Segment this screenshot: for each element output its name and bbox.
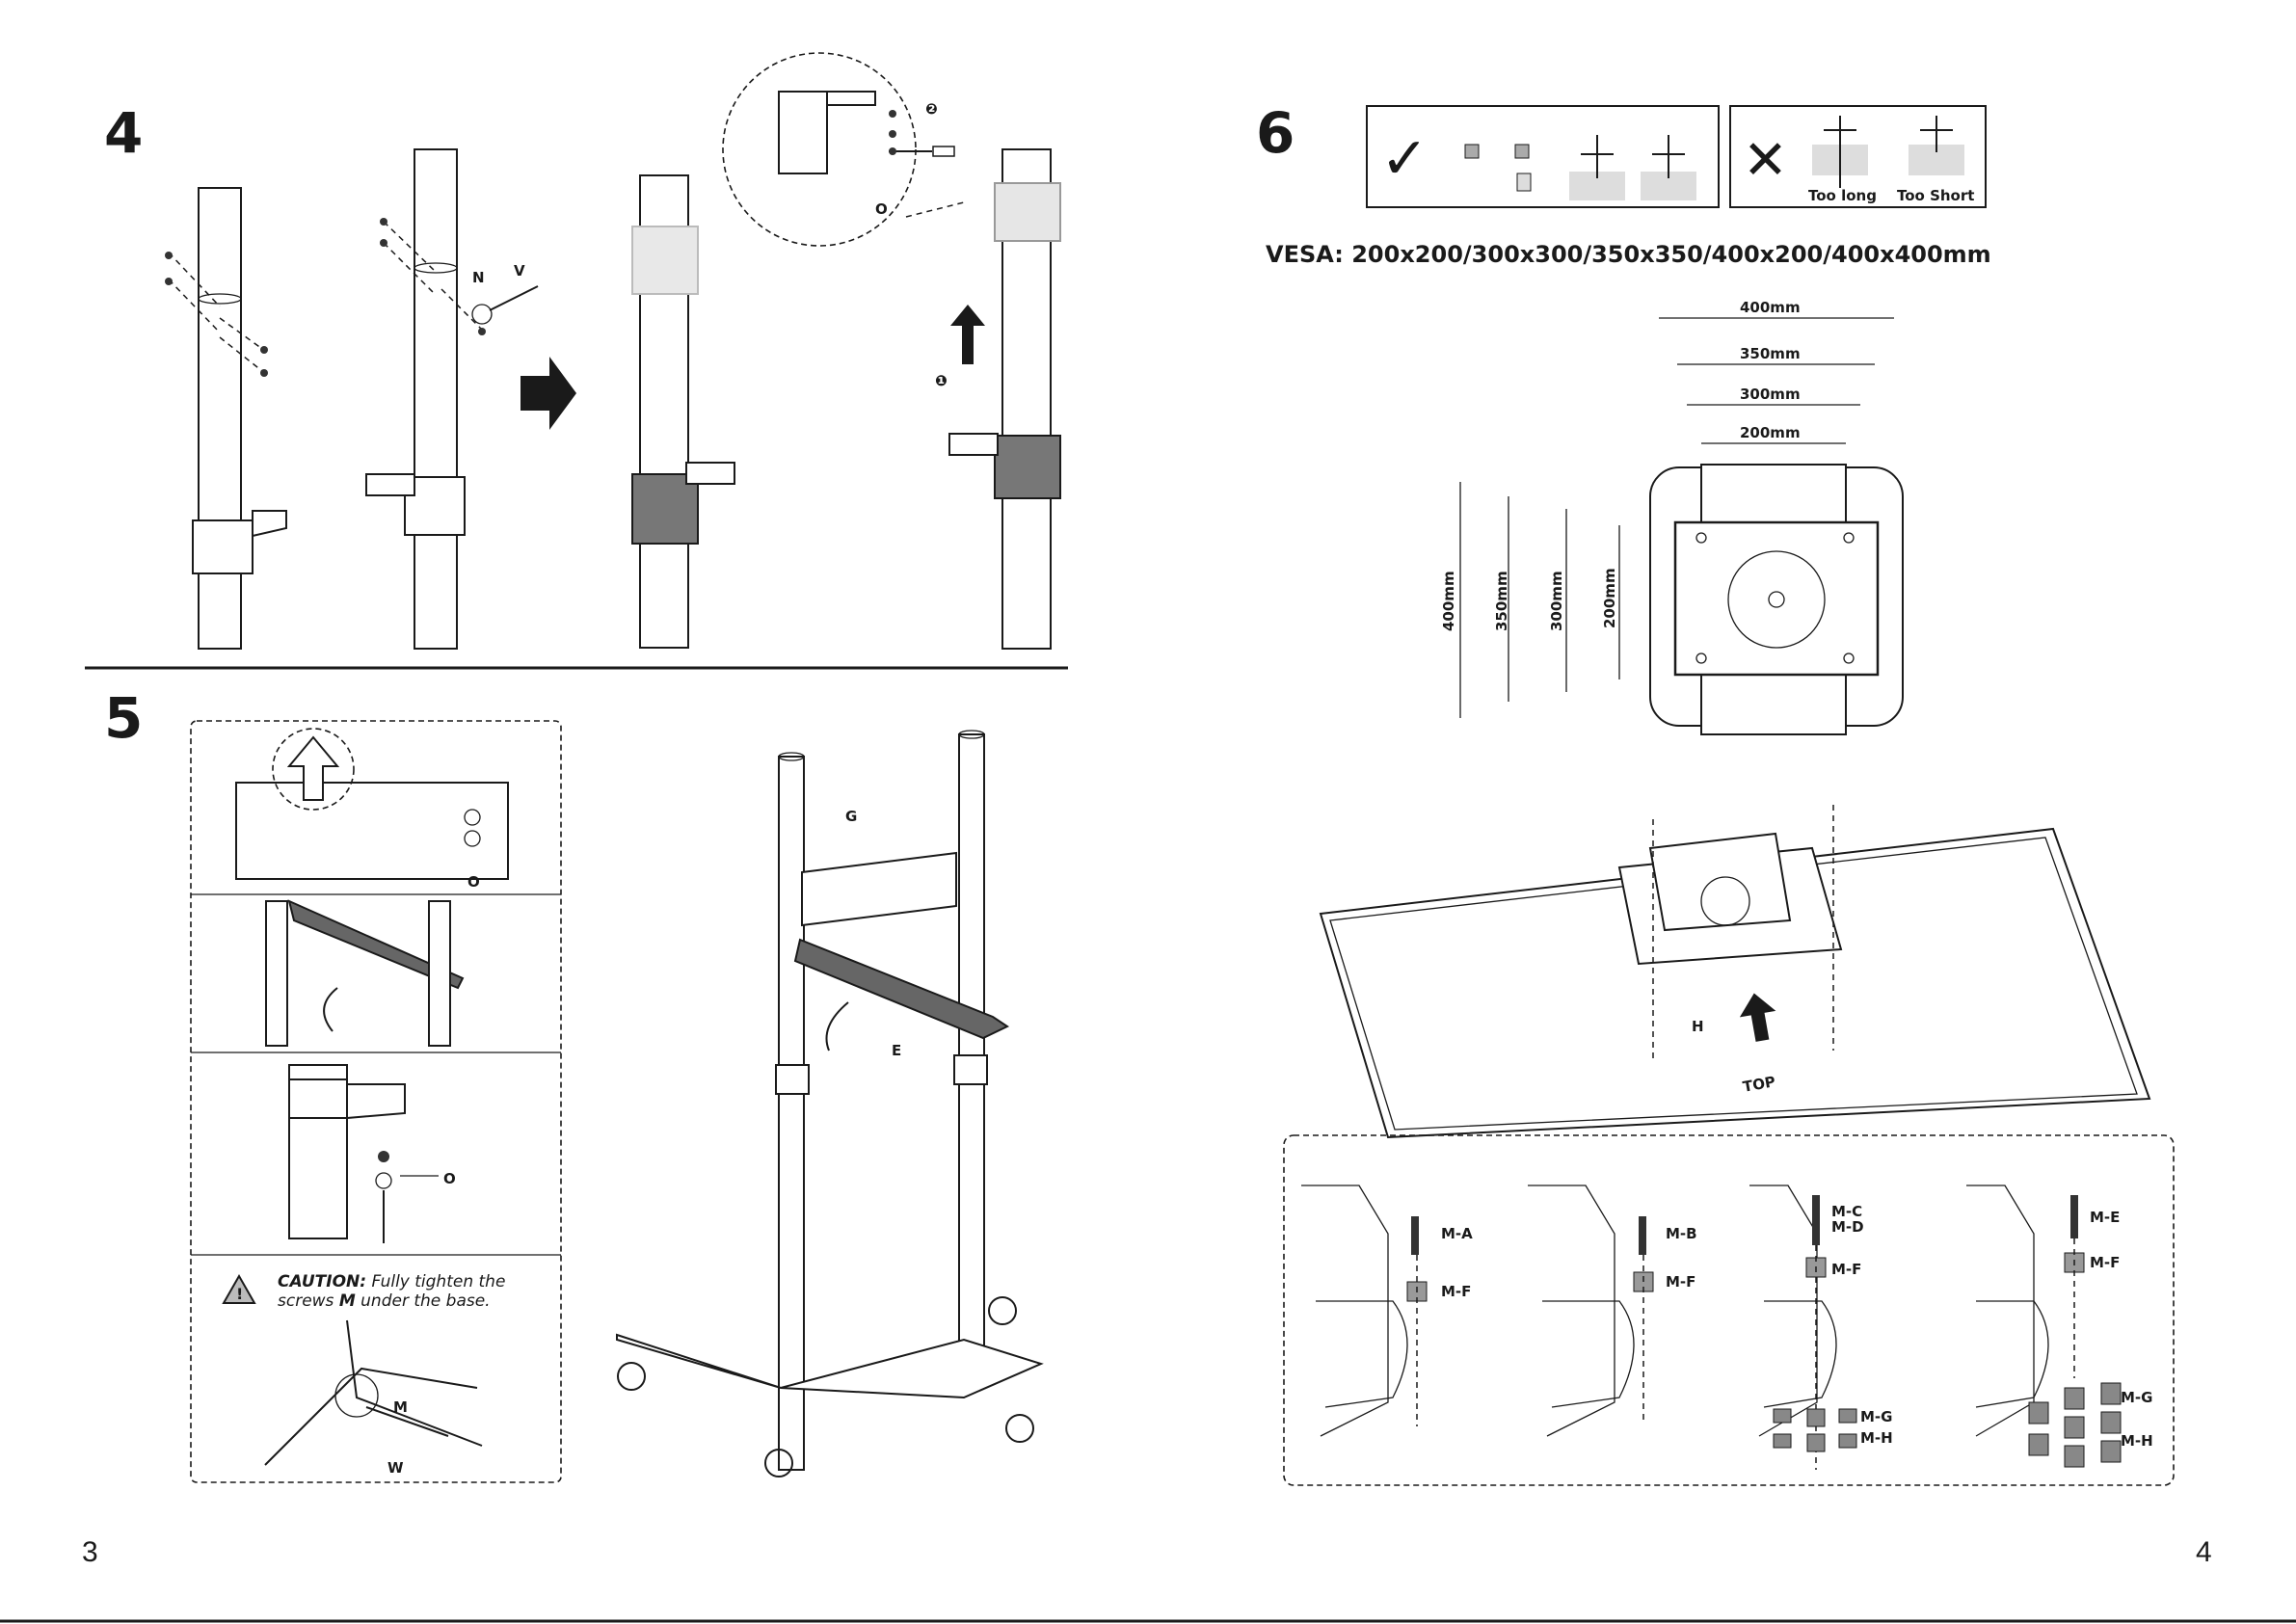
label-w: W bbox=[387, 1459, 404, 1477]
step4-pole-2: N V bbox=[366, 149, 538, 649]
arrow-right-icon bbox=[521, 357, 576, 430]
step4-detail-circle: ❷ O bbox=[723, 53, 964, 246]
hardware-option-e: M-E M-F M-G M-H bbox=[1966, 1185, 2153, 1467]
label-o: O bbox=[875, 200, 888, 218]
label-h: H bbox=[1692, 1018, 1704, 1035]
label-circled-2: ❷ bbox=[925, 100, 938, 118]
label-m-g-c: M-G bbox=[1860, 1408, 1892, 1425]
step-4-number: 4 bbox=[104, 100, 143, 166]
dim-h-200: 200mm bbox=[1740, 424, 1801, 441]
label-m: M bbox=[393, 1398, 408, 1416]
label-m-f-a: M-F bbox=[1441, 1283, 1471, 1300]
label-top: TOP bbox=[1742, 1073, 1777, 1096]
page-number-right: 4 bbox=[2196, 1536, 2212, 1568]
dim-v-300: 300mm bbox=[1548, 571, 1565, 631]
dim-v-400: 400mm bbox=[1440, 571, 1457, 631]
step-6-number: 6 bbox=[1256, 100, 1295, 166]
caution-line-1: CAUTION: Fully tighten the bbox=[278, 1272, 505, 1291]
label-m-f-c: M-F bbox=[1831, 1261, 1861, 1278]
incorrect-screw-length-box: ✕ Too long Too Short bbox=[1730, 106, 1986, 207]
label-m-f-e: M-F bbox=[2090, 1254, 2120, 1271]
label-n: N bbox=[472, 269, 485, 286]
step5-detail-panel: O O ! CAUTION: Fully tighten the screws … bbox=[191, 721, 561, 1482]
label-m-f-b: M-F bbox=[1666, 1273, 1695, 1291]
cross-mark-icon: ✕ bbox=[1743, 129, 1788, 192]
label-m-g-e: M-G bbox=[2121, 1389, 2152, 1406]
assembled-stand: G E bbox=[617, 731, 1041, 1477]
step-5-number: 5 bbox=[104, 685, 143, 751]
hardware-option-a: M-A M-F bbox=[1301, 1185, 1473, 1436]
page-number-left: 3 bbox=[82, 1536, 98, 1568]
label-o-mid: O bbox=[443, 1170, 456, 1187]
hardware-option-b: M-B M-F bbox=[1528, 1185, 1697, 1436]
vesa-specification: VESA: 200x200/300x300/350x350/400x200/40… bbox=[1266, 241, 1991, 268]
label-e: E bbox=[892, 1042, 901, 1059]
check-mark-icon: ✓ bbox=[1380, 125, 1428, 193]
dim-h-300: 300mm bbox=[1740, 386, 1801, 403]
dim-h-350: 350mm bbox=[1740, 345, 1801, 362]
label-o-top: O bbox=[467, 873, 480, 891]
label-m-d: M-D bbox=[1831, 1218, 1864, 1236]
label-too-short: Too Short bbox=[1897, 187, 1974, 204]
tv-back-diagram: H TOP bbox=[1321, 805, 2149, 1137]
svg-text:!: ! bbox=[236, 1285, 243, 1303]
label-m-h-c: M-H bbox=[1860, 1429, 1893, 1447]
hardware-option-c: M-C M-D M-F M-G M-H bbox=[1749, 1185, 1893, 1470]
step4-pole-4: ❶ bbox=[935, 149, 1060, 649]
dim-v-200: 200mm bbox=[1601, 568, 1618, 628]
step4-pole-3 bbox=[632, 175, 734, 648]
step4-pole-1 bbox=[165, 188, 286, 649]
dim-h-400: 400mm bbox=[1740, 299, 1801, 316]
label-g: G bbox=[845, 808, 857, 825]
label-m-b: M-B bbox=[1666, 1225, 1697, 1242]
label-too-long: Too long bbox=[1808, 187, 1877, 204]
correct-screw-length-box: ✓ bbox=[1367, 106, 1719, 207]
label-circled-1: ❶ bbox=[935, 372, 948, 389]
caution-line-2: screws M under the base. bbox=[278, 1291, 491, 1311]
vesa-plate-diagram: 400mm 350mm 300mm 200mm 400mm 350mm 300m… bbox=[1440, 299, 1903, 734]
label-m-e: M-E bbox=[2090, 1209, 2120, 1226]
dim-v-350: 350mm bbox=[1493, 571, 1510, 631]
label-v: V bbox=[514, 262, 525, 280]
label-m-h-e: M-H bbox=[2121, 1432, 2153, 1450]
label-m-a: M-A bbox=[1441, 1225, 1473, 1242]
hardware-options-panel: M-A M-F M-B M-F M-C M-D M-F bbox=[1284, 1135, 2174, 1485]
